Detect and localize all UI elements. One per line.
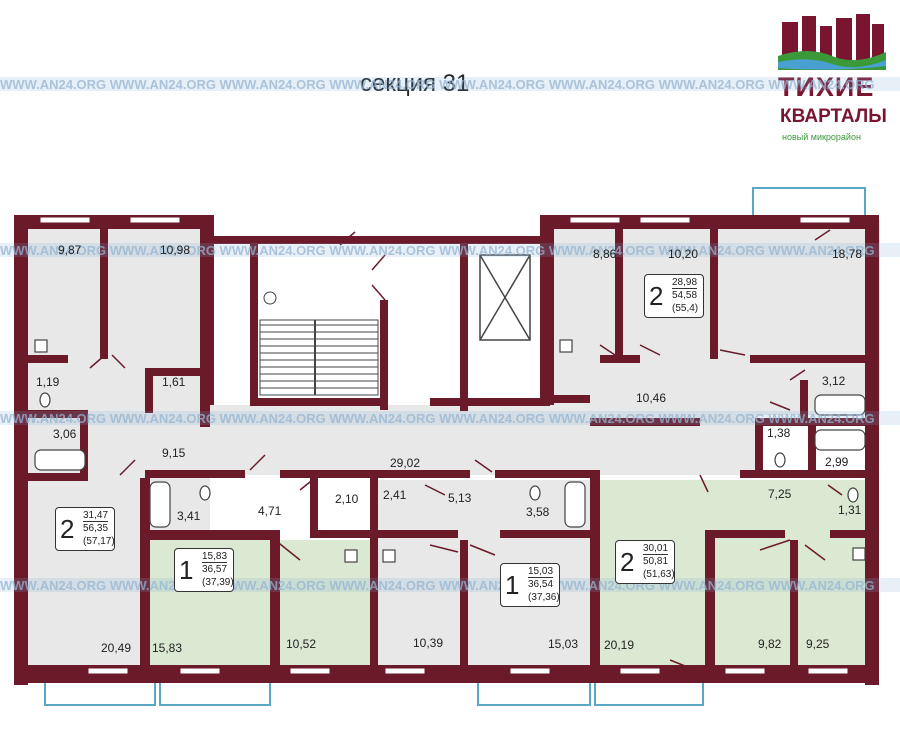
apartment-total-area: 50,81: [643, 556, 669, 567]
room-area: 1,19: [36, 375, 60, 389]
apartment-living-area: 15,83: [202, 551, 228, 563]
apartment-living-area: 28,98: [672, 277, 698, 289]
apartment-living-area: 15,03: [528, 566, 554, 578]
room-area: 3,12: [822, 374, 846, 388]
apartment-rooms: 2: [60, 514, 75, 544]
room-area: 15,03: [548, 637, 579, 651]
apartment-badge: 2 28,98 54,58 (55,4): [644, 274, 704, 318]
balcony-bottom-3: [477, 679, 591, 706]
apartment-living-area: 31,47: [83, 510, 109, 522]
room-area: 10,20: [668, 247, 699, 261]
room-area: 2,41: [383, 488, 407, 502]
logo-line1: ТИХИЕ: [778, 72, 875, 102]
logo-line2: КВАРТАЛЫ: [780, 106, 887, 127]
room-area: 7,25: [768, 487, 792, 501]
apartment-total-area: 56,35: [83, 523, 109, 534]
room-area: 2,99: [825, 455, 849, 469]
elevator-shaft: [479, 254, 531, 341]
apartment-area-with-balcony: (57,17): [83, 536, 115, 547]
room-area: 29,02: [390, 456, 421, 470]
watermark-row: WWW.AN24.ORG WWW.AN24.ORG WWW.AN24.ORG W…: [0, 578, 900, 592]
room-area: 5,13: [448, 491, 472, 505]
section-title: секция 31: [360, 70, 470, 97]
balcony-bottom-4: [594, 679, 704, 706]
balcony-top-right: [752, 187, 866, 217]
apartment-rooms: 1: [179, 555, 194, 585]
apartment-badge: 2 30,01 50,81 (51,63): [615, 540, 675, 584]
apartment-area-with-balcony: (51,63): [643, 569, 675, 580]
room-area: 20,19: [604, 638, 635, 652]
logo: ТИХИЕ КВАРТАЛЫ новый микрорайон: [778, 12, 888, 152]
watermark-row: WWW.AN24.ORG WWW.AN24.ORG WWW.AN24.ORG W…: [0, 77, 900, 91]
room-area: 9,87: [58, 243, 82, 257]
apartment-badge: 1 15,03 36,54 (37,36): [500, 563, 560, 607]
room-area: 1,38: [767, 426, 791, 440]
room-area: 4,71: [258, 504, 282, 518]
apartment-area-with-balcony: (55,4): [672, 303, 699, 314]
room-area: 3,58: [526, 505, 550, 519]
apartment-total-area: 36,57: [202, 564, 228, 575]
room-area: 10,98: [160, 243, 191, 257]
apartment-rooms: 2: [649, 281, 664, 311]
apartment-total-area: 54,58: [672, 290, 698, 301]
room-area: 3,06: [53, 427, 77, 441]
room-area: 9,82: [758, 637, 782, 651]
balcony-bottom-1: [44, 679, 156, 706]
room-area: 9,15: [162, 446, 186, 460]
room-area: 10,52: [286, 637, 317, 651]
windows: [39, 216, 851, 675]
door-swings: [89, 229, 843, 669]
room-area: 9,25: [806, 637, 830, 651]
logo-line3: новый микрорайон: [782, 132, 861, 142]
apartment-area-with-balcony: (37,36): [528, 592, 560, 603]
room-area: 8,86: [593, 247, 617, 261]
plumbing: [34, 339, 866, 563]
apartment-rooms: 1: [505, 570, 520, 600]
apartment-rooms: 2: [620, 547, 635, 577]
room-area: 18,78: [832, 247, 863, 261]
room-area: 20,49: [101, 641, 132, 655]
staircase: [259, 291, 379, 396]
room-area: 3,41: [177, 509, 201, 523]
room-area: 15,83: [152, 641, 183, 655]
apartment-living-area: 30,01: [643, 543, 669, 555]
apartment-badge: 2 31,47 56,35 (57,17): [55, 507, 115, 551]
logo-skyline-icon: [778, 14, 886, 70]
apartment-total-area: 36,54: [528, 579, 554, 590]
walls: [14, 215, 879, 685]
apartment-badge: 1 15,83 36,57 (37,39): [174, 548, 234, 592]
room-area: 10,39: [413, 636, 444, 650]
room-area: 1,31: [838, 503, 862, 517]
room-area: 10,46: [636, 391, 667, 405]
watermark-row: WWW.AN24.ORG WWW.AN24.ORG WWW.AN24.ORG W…: [0, 411, 900, 425]
balcony-bottom-2: [159, 679, 271, 706]
apartment-area-with-balcony: (37,39): [202, 577, 234, 588]
floor-corridor: [200, 405, 755, 475]
watermark-row: WWW.AN24.ORG WWW.AN24.ORG WWW.AN24.ORG W…: [0, 243, 900, 257]
room-area: 1,61: [162, 375, 186, 389]
room-area: 2,10: [335, 492, 359, 506]
